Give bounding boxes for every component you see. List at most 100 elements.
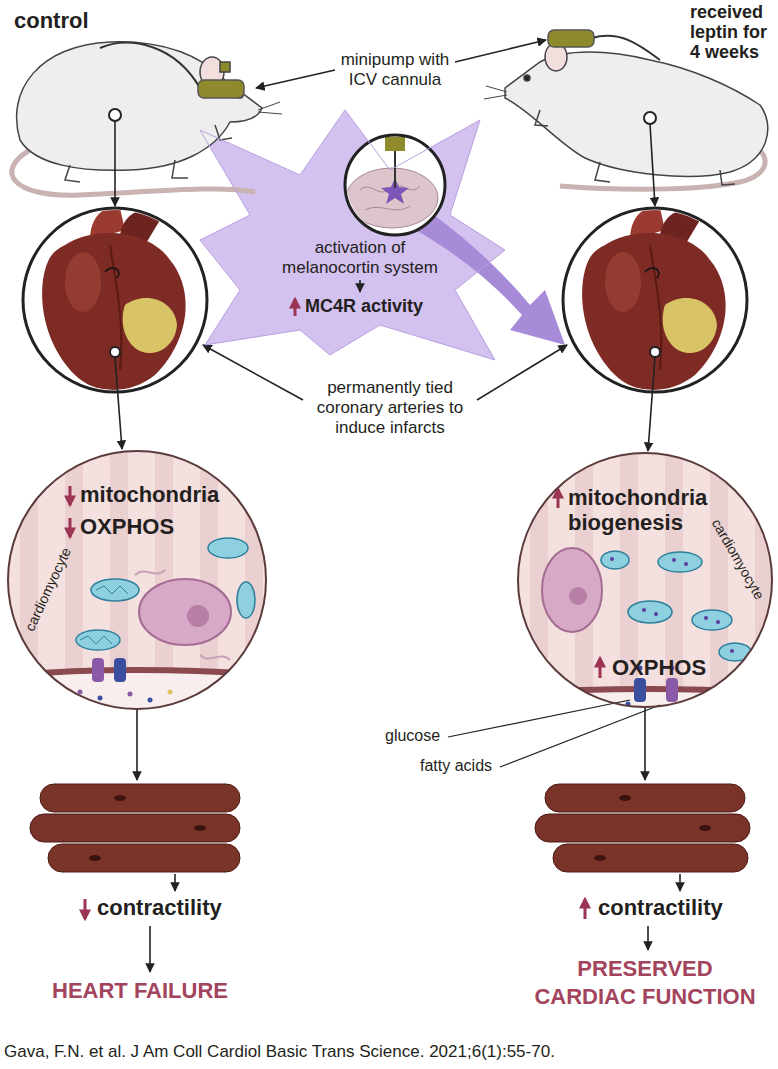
cardiomyocyte-left-part xyxy=(0,670,280,720)
outcome-text: contractility xyxy=(598,895,723,921)
brain xyxy=(345,135,445,235)
control-rat xyxy=(12,42,282,195)
cardiomyocyte-left-part xyxy=(168,690,173,695)
cardiomyocyte-left-part xyxy=(187,605,209,627)
leptin-rat-part xyxy=(592,36,660,60)
control-rat-part xyxy=(100,43,200,88)
muscle-fibers-part xyxy=(545,784,745,812)
outcome-text: contractility xyxy=(97,895,222,921)
control-rat-part xyxy=(220,62,230,72)
cardiomyocyte-right-part xyxy=(684,562,688,566)
infarcted-heart-part xyxy=(110,347,120,357)
cardiomyocyte-right-part xyxy=(672,558,676,562)
cardiomyocyte-right-part xyxy=(628,601,672,623)
cardiomyocyte-left-part xyxy=(98,696,103,701)
muscle-fibers-part xyxy=(553,844,748,872)
leader-arrows-part xyxy=(648,357,655,451)
change-arrows-part xyxy=(557,489,560,508)
leader-arrows-part xyxy=(679,874,681,891)
control-rat-part xyxy=(198,80,244,98)
leader-arrows-part xyxy=(477,345,567,400)
leader-arrows-part xyxy=(174,874,176,891)
connector xyxy=(136,710,138,780)
muscle-fibers-part xyxy=(48,844,240,872)
muscle-fibers-part xyxy=(114,795,126,801)
cardiomyocyte-left-part xyxy=(0,440,280,720)
group-label: control xyxy=(14,8,89,34)
cardiomyocyte-left-part xyxy=(0,440,280,720)
process-text: activation of melanocortin system xyxy=(265,238,455,278)
leader-arrows-part xyxy=(149,926,151,972)
cardiomyocyte-left xyxy=(0,440,280,720)
muscle-fibers-part xyxy=(30,814,240,842)
muscle-fibers-part xyxy=(89,855,101,861)
cardiomyocyte-left-part xyxy=(128,692,133,697)
callout-label: glucose xyxy=(385,727,440,746)
melanocortin-star: activation of melanocortin systemMC4R ac… xyxy=(190,110,510,360)
cardiomyocyte-left-part xyxy=(91,579,139,601)
leader-arrows-part xyxy=(256,70,335,88)
leader-arrows-part xyxy=(203,345,303,400)
cardiomyocyte-right-part xyxy=(569,587,587,605)
cell-circle: cardiomyocyte mitochondriaOXPHOS xyxy=(7,450,267,710)
cardiomyocyte-left-part xyxy=(20,440,38,720)
cell-circle-shape xyxy=(518,453,772,707)
effect-text: mitochondria biogenesis xyxy=(568,485,718,535)
callout-label: fatty acids xyxy=(420,757,492,776)
effect-text: MC4R activity xyxy=(305,296,423,317)
cell-circle-shape xyxy=(8,451,266,709)
muscle-fibers-part xyxy=(594,855,606,861)
cardiomyocyte-right-part xyxy=(654,612,658,616)
cell-label: cardiomyocyte xyxy=(19,540,76,638)
effect-text: mitochondria xyxy=(80,482,219,508)
cardiomyocyte-left-part xyxy=(139,579,231,645)
leptin-rat-part xyxy=(548,30,594,47)
cardiomyocyte-right-part xyxy=(601,551,629,569)
effect-text: OXPHOS xyxy=(612,655,706,681)
change-arrows-part xyxy=(69,486,72,505)
muscle-fiber-group: contractility xyxy=(535,780,765,925)
change-arrows-part xyxy=(84,899,87,919)
cardiomyocyte-left-part xyxy=(237,582,255,618)
leader-arrows-part xyxy=(650,124,655,206)
cardiomyocyte-left-part xyxy=(148,698,153,703)
control-rat-part xyxy=(17,42,262,170)
brain-part xyxy=(345,135,445,235)
infarcted-heart-part xyxy=(650,347,660,357)
cardiomyocyte-left-part xyxy=(92,658,104,682)
cardiomyocyte-right xyxy=(510,440,778,720)
cardiomyocyte-right-part xyxy=(658,552,702,572)
leader-arrows-part xyxy=(647,926,649,950)
muscle-fibers-part xyxy=(535,784,750,872)
control-rat-part xyxy=(109,109,121,121)
cell-circle: cardiomyocytemitochondria biogenesisOXPH… xyxy=(517,452,773,708)
brain-part xyxy=(394,150,396,188)
melanocortin-star-shape xyxy=(200,110,505,360)
leptin-rat-part xyxy=(524,75,530,81)
muscle-fibers-part xyxy=(535,814,750,842)
control-rat-part xyxy=(258,102,282,114)
outcome-label: PRESERVED CARDIAC FUNCTION xyxy=(525,955,765,1011)
cardiomyocyte-right-part xyxy=(610,557,614,561)
brain-part xyxy=(345,135,445,235)
cardiomyocyte-right-part xyxy=(542,548,602,632)
cardiomyocyte-left-part xyxy=(208,538,248,558)
leader-arrows-part xyxy=(500,705,660,767)
note-label: minipump with ICV cannula xyxy=(325,50,465,90)
leader-arrows-part xyxy=(359,280,361,292)
note-label: permanently tied coronary arteries to in… xyxy=(310,378,470,438)
effect-text: OXPHOS xyxy=(80,514,174,540)
cardiomyocyte-left-part xyxy=(76,630,120,650)
outcome-label: HEART FAILURE xyxy=(20,978,260,1004)
cardiomyocyte-left-part xyxy=(135,570,230,660)
leader-arrows-part xyxy=(114,121,116,206)
change-arrows-part xyxy=(69,518,72,537)
change-arrows-part xyxy=(584,899,587,919)
brain-part xyxy=(385,137,405,151)
change-arrows-part xyxy=(294,299,297,316)
cardiomyocyte-right-part xyxy=(716,620,720,624)
muscle-fibers-part xyxy=(619,795,631,801)
cardiomyocyte-left-part xyxy=(80,586,128,644)
muscle-fibers-part xyxy=(194,825,206,831)
